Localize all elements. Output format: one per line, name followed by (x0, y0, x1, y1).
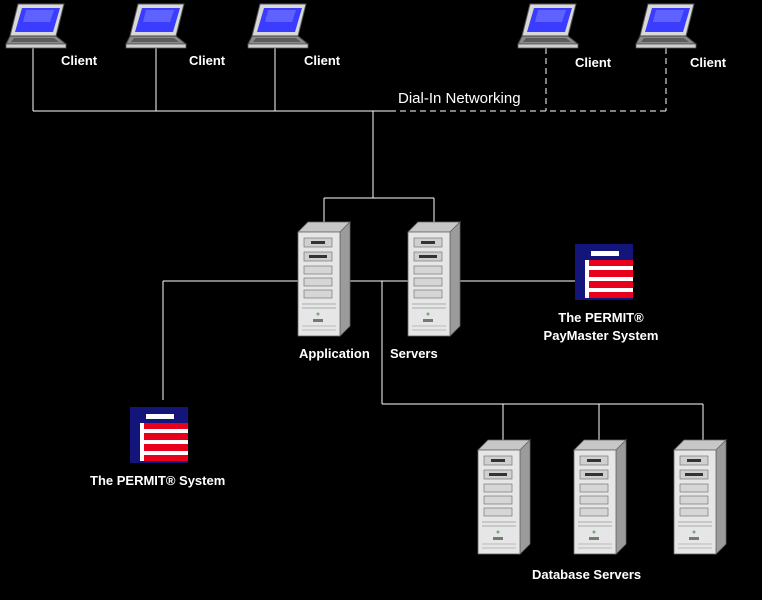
permit-system-label: The PERMIT® System (90, 473, 226, 488)
laptop-icon (125, 3, 187, 49)
permit-logo-icon (130, 407, 188, 463)
server-icon (297, 221, 351, 337)
servers-label: Servers (390, 346, 438, 361)
client-label: Client (61, 53, 98, 68)
application-label: Application (299, 346, 370, 361)
dial-in-lines (390, 48, 667, 112)
laptop-icon (517, 3, 579, 49)
server-icon (573, 439, 627, 555)
connection-lines (32, 48, 704, 440)
database-servers-label: Database Servers (532, 567, 642, 582)
client-label: Client (304, 53, 341, 68)
client-label: Client (189, 53, 226, 68)
paymaster-label-line1: The PERMIT® (558, 310, 644, 325)
server-icon (407, 221, 461, 337)
dial-in-networking-label: Dial-In Networking (398, 90, 521, 107)
server-icon (477, 439, 531, 555)
paymaster-label-line2: PayMaster System (543, 328, 659, 343)
client-label: Client (690, 55, 727, 70)
laptop-icon (247, 3, 309, 49)
laptop-icon (635, 3, 697, 49)
server-icon (673, 439, 727, 555)
client-label: Client (575, 55, 612, 70)
laptop-icon (5, 3, 67, 49)
permit-logo-icon (575, 244, 633, 300)
